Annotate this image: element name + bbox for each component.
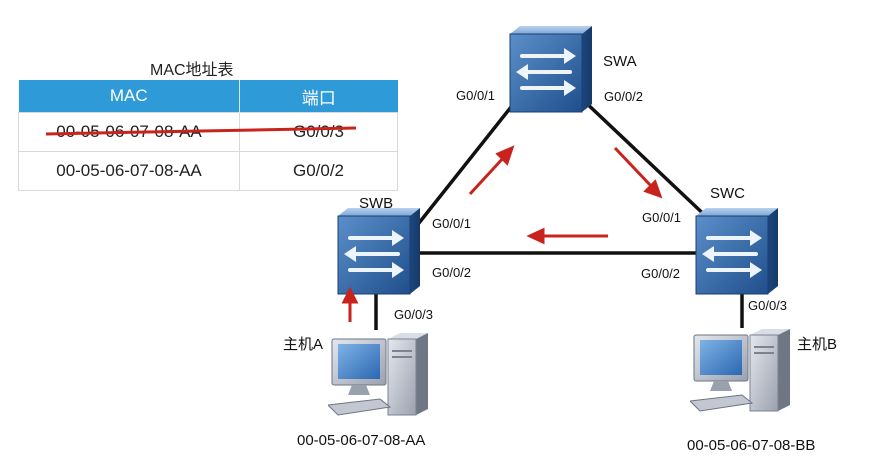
port-cell: G0/0/2 xyxy=(239,151,398,191)
swb-down-port: G0/0/3 xyxy=(394,307,434,322)
host-b-mac: 00-05-06-07-08-BB xyxy=(687,437,816,454)
table-row: 00-05-06-07-08-AA G0/0/2 xyxy=(18,151,398,191)
mac-address-table: MAC 端口 00-05-06-07-08-AA G0/0/3 00-05-06… xyxy=(18,80,398,191)
mac-cell: 00-05-06-07-08-AA xyxy=(18,151,240,191)
mac-column-header: MAC xyxy=(18,80,240,113)
swc-down-port: G0/0/3 xyxy=(748,298,788,313)
switch-swc-icon xyxy=(694,208,780,296)
flow-arrow-swb-to-swa xyxy=(468,154,507,196)
host-a-computer-icon xyxy=(328,331,430,417)
swc-name: SWC xyxy=(710,185,745,202)
swb-bottom-port: G0/0/2 xyxy=(432,265,472,280)
switch-swa-icon xyxy=(508,26,594,114)
swb-top-port: G0/0/1 xyxy=(432,216,472,231)
swc-bottom-port: G0/0/2 xyxy=(641,266,681,281)
port-column-header: 端口 xyxy=(239,80,398,113)
port-cell: G0/0/3 xyxy=(239,112,398,152)
swb-name: SWB xyxy=(359,195,394,212)
swa-left-port: G0/0/1 xyxy=(456,88,496,103)
switch-swb-icon xyxy=(336,208,422,296)
swa-name: SWA xyxy=(603,53,637,70)
table-row: 00-05-06-07-08-AA G0/0/3 xyxy=(18,112,398,152)
swa-right-port: G0/0/2 xyxy=(604,89,644,104)
swc-top-port: G0/0/1 xyxy=(642,210,682,225)
host-a-label: 主机A xyxy=(283,336,324,353)
host-b-label: 主机B xyxy=(797,336,838,353)
flow-arrow-swa-to-swc xyxy=(613,146,655,190)
link-swa-swb xyxy=(413,95,521,230)
mac-cell: 00-05-06-07-08-AA xyxy=(18,112,240,152)
mac-table-title: MAC地址表 xyxy=(150,62,234,79)
link-swa-swc xyxy=(580,97,714,224)
host-b-computer-icon xyxy=(690,327,792,413)
host-a-mac: 00-05-06-07-08-AA xyxy=(297,432,426,449)
